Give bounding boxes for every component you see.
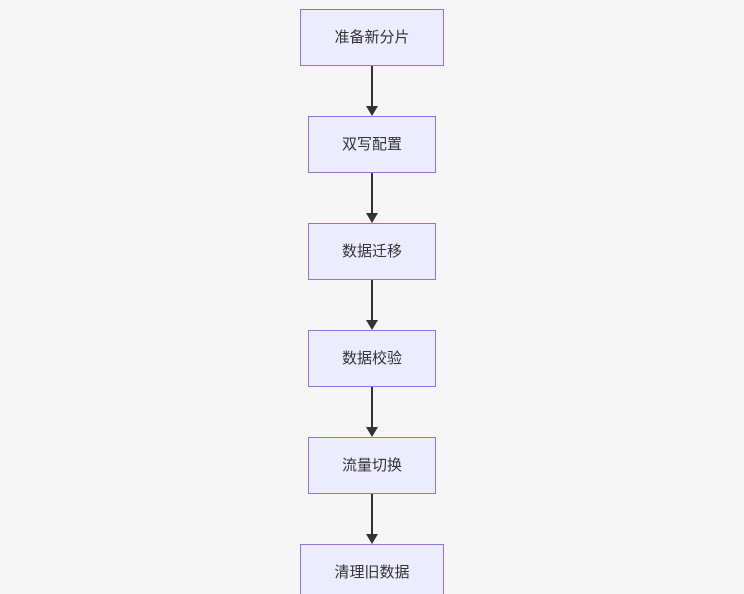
flow-arrow <box>365 387 378 437</box>
arrowhead-icon <box>365 427 378 437</box>
flowchart: 准备新分片 双写配置 数据迁移 数据校验 流量切换 清理旧数据 <box>300 9 444 594</box>
arrowhead-icon <box>365 534 378 544</box>
flow-arrow <box>365 280 378 330</box>
arrowhead-icon <box>365 106 378 116</box>
arrowhead-icon <box>365 320 378 330</box>
flow-arrow <box>365 494 378 544</box>
flow-node-n5: 流量切换 <box>307 437 436 494</box>
arrow-shaft <box>370 173 373 213</box>
flow-node-n6: 清理旧数据 <box>300 544 444 594</box>
flow-node-n3: 数据迁移 <box>307 223 436 280</box>
arrowhead-icon <box>365 213 378 223</box>
flow-node-n1: 准备新分片 <box>300 9 444 66</box>
arrow-shaft <box>370 387 373 427</box>
flow-node-n4: 数据校验 <box>307 330 436 387</box>
arrow-shaft <box>370 494 373 534</box>
arrow-shaft <box>370 66 373 106</box>
flow-arrow <box>365 173 378 223</box>
flow-arrow <box>365 66 378 116</box>
flow-node-n2: 双写配置 <box>307 116 436 173</box>
arrow-shaft <box>370 280 373 320</box>
